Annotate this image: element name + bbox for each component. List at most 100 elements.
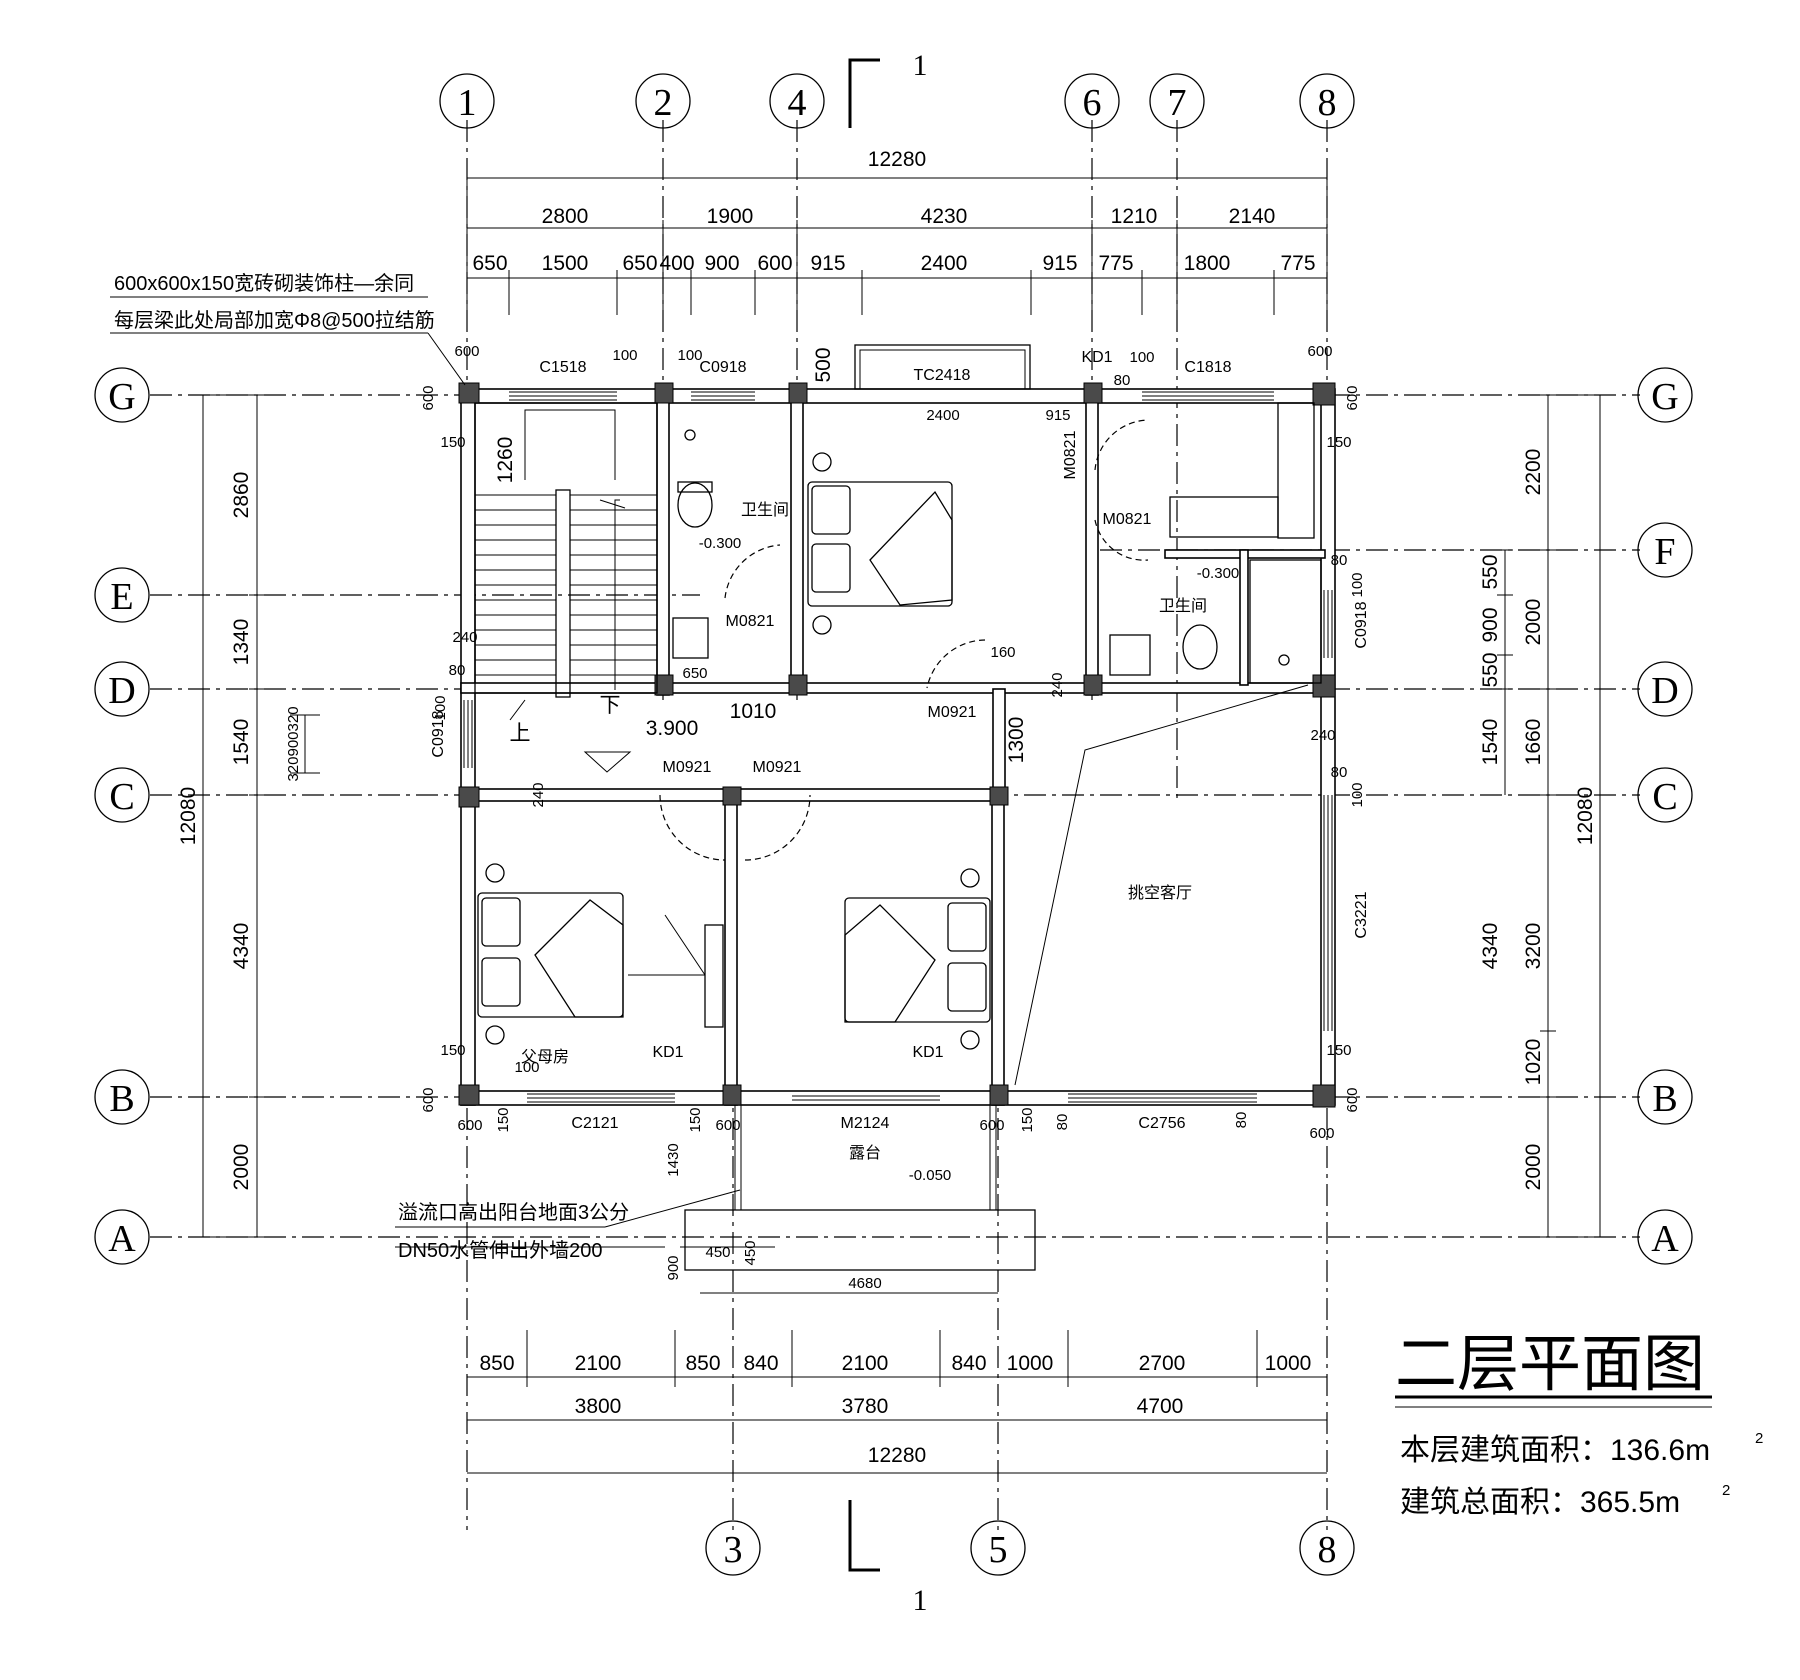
total-area-label: 建筑总面积：365.5m	[1400, 1486, 1680, 1519]
svg-text:C: C	[109, 776, 134, 818]
svg-text:775: 775	[1098, 252, 1133, 275]
windows	[463, 344, 1333, 1103]
svg-text:600: 600	[715, 1117, 740, 1134]
svg-text:150: 150	[1019, 1107, 1036, 1132]
svg-text:1300: 1300	[1005, 717, 1028, 764]
svg-text:2140: 2140	[1229, 205, 1276, 228]
svg-text:600: 600	[757, 252, 792, 275]
svg-text:4680: 4680	[848, 1275, 881, 1292]
svg-text:100: 100	[1129, 349, 1154, 366]
svg-text:M2124: M2124	[841, 1115, 890, 1132]
floor-area-label: 本层建筑面积：136.6m	[1400, 1434, 1710, 1467]
svg-text:A: A	[108, 1218, 136, 1260]
svg-text:600: 600	[454, 343, 479, 360]
svg-text:100: 100	[677, 347, 702, 364]
svg-text:500: 500	[812, 347, 835, 382]
svg-text:850: 850	[479, 1352, 514, 1375]
drawing-title: 二层平面图	[1395, 1330, 1705, 1399]
svg-text:1800: 1800	[1184, 252, 1231, 275]
svg-text:1260: 1260	[494, 437, 517, 484]
svg-text:12080: 12080	[177, 787, 200, 845]
svg-text:B: B	[1652, 1078, 1677, 1120]
overflow-note: 溢流口高出阳台地面3公分	[398, 1201, 629, 1224]
svg-text:TC2418: TC2418	[914, 367, 971, 384]
svg-text:150: 150	[495, 1107, 512, 1132]
svg-text:E: E	[110, 576, 133, 618]
svg-text:1340: 1340	[230, 619, 253, 666]
svg-text:4230: 4230	[921, 205, 968, 228]
svg-text:C0918: C0918	[1353, 601, 1370, 648]
svg-text:M0821: M0821	[726, 613, 775, 630]
svg-text:400: 400	[659, 252, 694, 275]
svg-text:1660: 1660	[1522, 719, 1545, 766]
svg-text:900: 900	[665, 1255, 682, 1280]
svg-text:M0921: M0921	[928, 704, 977, 721]
svg-text:7: 7	[1168, 82, 1187, 124]
svg-text:80: 80	[1114, 372, 1131, 389]
room-parents: 父母房	[521, 1048, 569, 1066]
room-bathroom-2: 卫生间	[1159, 597, 1207, 615]
svg-text:100: 100	[1349, 782, 1366, 807]
axis-bubbles-right: G F D C B A	[1637, 367, 1693, 1265]
room-void-living: 挑空客厅	[1128, 884, 1192, 902]
svg-text:2400: 2400	[921, 252, 968, 275]
svg-text:3800: 3800	[575, 1395, 622, 1418]
svg-text:B: B	[109, 1078, 134, 1120]
opening-labels: C1518 C0918 TC2418 C1818 KD1 M0821 M0821…	[430, 349, 1370, 1132]
top-dimension-chains: 12280 2800 1900 4230 1210 2140 650 1500 …	[466, 148, 1328, 315]
svg-text:3.900: 3.900	[646, 717, 699, 740]
svg-text:600: 600	[979, 1117, 1004, 1134]
svg-text:G: G	[108, 376, 135, 418]
svg-text:160: 160	[990, 644, 1015, 661]
svg-text:C1518: C1518	[539, 359, 586, 376]
svg-text:KD1: KD1	[1081, 349, 1112, 366]
svg-text:2400: 2400	[926, 407, 959, 424]
svg-text:900: 900	[1479, 607, 1502, 642]
svg-text:150: 150	[687, 1107, 704, 1132]
svg-text:C2756: C2756	[1138, 1115, 1185, 1132]
svg-text:1: 1	[458, 82, 477, 124]
svg-text:2860: 2860	[230, 472, 253, 519]
svg-text:C1818: C1818	[1184, 359, 1231, 376]
svg-text:8: 8	[1318, 82, 1337, 124]
svg-text:100: 100	[514, 1059, 539, 1076]
svg-text:M0821: M0821	[1103, 511, 1152, 528]
svg-text:150: 150	[440, 434, 465, 451]
svg-text:100: 100	[1349, 572, 1366, 597]
room-labels: 卫生间 卫生间 父母房 挑空客厅 露台	[521, 501, 1207, 1162]
svg-text:G: G	[1651, 376, 1678, 418]
bed-parents	[477, 863, 624, 1045]
total-area-sup: 2	[1722, 1482, 1730, 1499]
svg-text:1540: 1540	[1479, 719, 1502, 766]
svg-text:12280: 12280	[868, 1444, 926, 1467]
svg-text:80: 80	[1054, 1114, 1071, 1131]
floor-area-sup: 2	[1755, 1430, 1763, 1447]
level-marks: 3.900 -0.300 -0.300 -0.050	[646, 535, 1240, 1184]
bed-master	[807, 452, 953, 635]
staircase: 上 下	[474, 402, 658, 745]
svg-text:80: 80	[1331, 764, 1348, 781]
svg-text:2000: 2000	[230, 1144, 253, 1191]
svg-text:915: 915	[1045, 407, 1070, 424]
svg-text:4700: 4700	[1137, 1395, 1184, 1418]
svg-text:915: 915	[1042, 252, 1077, 275]
svg-text:650: 650	[622, 252, 657, 275]
svg-text:3780: 3780	[842, 1395, 889, 1418]
svg-text:KD1: KD1	[652, 1044, 683, 1061]
axis-bubbles-left: G E D C B A	[94, 367, 150, 1265]
svg-text:-0.300: -0.300	[699, 535, 742, 552]
svg-text:80: 80	[449, 662, 466, 679]
svg-text:3: 3	[724, 1529, 743, 1571]
svg-text:600: 600	[1344, 385, 1361, 410]
note-leaders	[110, 296, 741, 1248]
svg-text:150: 150	[1326, 1042, 1351, 1059]
svg-text:2100: 2100	[842, 1352, 889, 1375]
svg-text:1000: 1000	[1265, 1352, 1312, 1375]
bottom-dimension-chains: 850 2100 850 840 2100 840 1000 2700 1000…	[467, 1330, 1327, 1474]
walls	[458, 382, 1336, 1108]
svg-text:915: 915	[810, 252, 845, 275]
svg-text:1540: 1540	[230, 719, 253, 766]
svg-text:2000: 2000	[1522, 599, 1545, 646]
bed-second	[844, 868, 991, 1050]
